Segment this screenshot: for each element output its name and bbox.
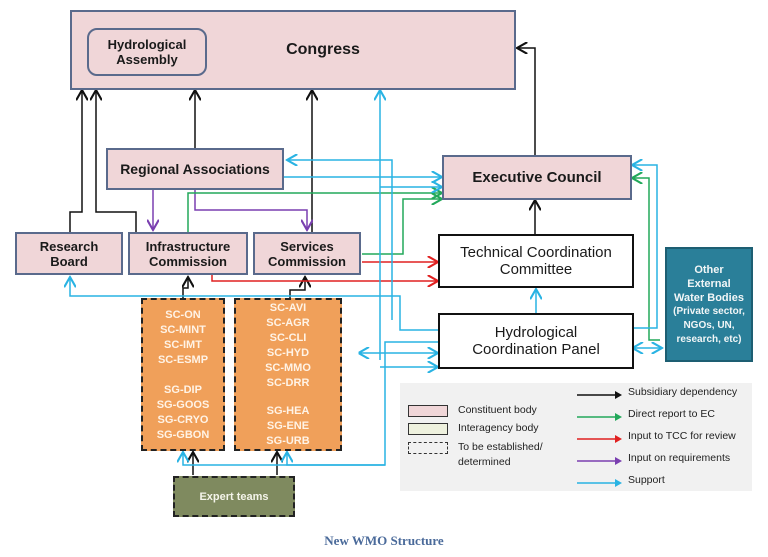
diagram-caption: New WMO Structure xyxy=(324,533,444,548)
group-item: SG-GBON xyxy=(156,429,210,441)
arrow-svcgroups-to-services xyxy=(289,277,305,298)
group-item: SG-URB xyxy=(266,435,310,447)
executive-council-label: Executive Council xyxy=(472,169,602,186)
expert-teams-label: Expert teams xyxy=(199,490,269,503)
arrow-research-to-congress xyxy=(69,90,82,232)
group-item: SC-ON xyxy=(165,309,201,321)
arrow-hcp-to-ec xyxy=(632,178,660,341)
regional-associations-box[interactable]: Regional Associations xyxy=(106,148,284,190)
legend-label-direct: Direct report to EC xyxy=(628,408,715,420)
tcc-line2: Committee xyxy=(499,261,573,278)
arrow-hcp-to-ec-support xyxy=(632,165,658,329)
services-commission-line1: Services xyxy=(280,238,334,254)
technical-coordination-committee-box[interactable]: Technical Coordination Committee xyxy=(438,234,634,288)
legend-swatch-constituent xyxy=(408,405,448,417)
hydrological-assembly-line2: Assembly xyxy=(116,52,178,67)
tcc-line1: Technical Coordination xyxy=(460,244,612,261)
arrow-support-to-research xyxy=(70,277,438,331)
group-item: SG-GOOS xyxy=(156,399,210,411)
legend-label-interagency: Interagency body xyxy=(458,422,539,434)
group-item: SG-CRYO xyxy=(157,414,209,426)
group-item: SG-DIP xyxy=(164,384,202,396)
legend-label-constituent: Constituent body xyxy=(458,404,537,416)
hydrological-assembly-box[interactable]: Hydrological Assembly xyxy=(87,28,207,76)
research-board-box[interactable]: Research Board xyxy=(15,232,123,275)
congress-label: Congress xyxy=(286,41,360,58)
expert-teams-box[interactable]: Expert teams xyxy=(173,476,295,517)
legend-label-input-tcc: Input to TCC for review xyxy=(628,430,736,442)
services-commission-line2: Commission xyxy=(267,253,346,269)
arrow-infragroups-to-infra xyxy=(183,277,188,298)
services-commission-box[interactable]: Services Commission xyxy=(253,232,361,275)
infrastructure-commission-box[interactable]: Infrastructure Commission xyxy=(128,232,248,275)
legend-label-requirements: Input on requirements xyxy=(628,452,731,464)
group-item: SC-ESMP xyxy=(157,354,209,366)
hcp-line2: Coordination Panel xyxy=(472,341,600,358)
regional-associations-label: Regional Associations xyxy=(120,161,270,177)
group-item: SC-MINT xyxy=(160,324,206,336)
services-groups-box[interactable]: SC-AVI SC-AGR SC-CLI SC-HYD SC-MMO SC-DR… xyxy=(234,298,342,451)
external-line5: NGOs, UN, xyxy=(683,319,735,331)
arrow-infra-to-ec xyxy=(187,193,442,232)
arrow-regional-to-services xyxy=(194,190,307,230)
arrow-infra-to-congress xyxy=(96,90,137,232)
legend-label-tbd: To be established/ determined xyxy=(458,441,543,468)
group-item: SC-HYD xyxy=(266,347,310,359)
group-item: SG-ENE xyxy=(266,420,310,432)
arrow-support-to-svcgroups xyxy=(287,452,385,466)
legend-arrows xyxy=(577,391,622,487)
hydrological-assembly-line1: Hydrological xyxy=(107,37,187,52)
external-water-bodies-box[interactable]: Other External Water Bodies (Private sec… xyxy=(665,247,753,362)
group-item: SG-HEA xyxy=(266,405,310,417)
external-line1: Other xyxy=(694,263,724,276)
legend-swatch-interagency xyxy=(408,423,448,435)
group-item: SC-IMT xyxy=(164,339,202,351)
hcp-line1: Hydrological xyxy=(494,324,578,341)
legend-swatch-tbd xyxy=(408,442,448,454)
infrastructure-groups-box[interactable]: SC-ON SC-MINT SC-IMT SC-ESMP SG-DIP SG-G… xyxy=(141,298,225,451)
group-item: SC-DRR xyxy=(266,377,310,389)
arrow-ec-to-congress xyxy=(517,48,536,155)
arrow-services-to-ec xyxy=(362,199,442,255)
external-line2: External xyxy=(687,277,731,290)
legend-label-support: Support xyxy=(628,474,665,486)
infrastructure-commission-line2: Commission xyxy=(148,253,227,269)
research-board-line1: Research xyxy=(39,238,99,254)
executive-council-box[interactable]: Executive Council xyxy=(442,155,632,200)
legend-label-subsidiary: Subsidiary dependency xyxy=(628,386,738,398)
group-item: SC-AGR xyxy=(266,317,310,329)
group-item: SC-CLI xyxy=(269,332,307,344)
external-line3: Water Bodies xyxy=(674,291,744,304)
arrow-support-to-regional xyxy=(287,160,393,320)
legend: Constituent body Interagency body To be … xyxy=(400,383,752,491)
hydrological-coordination-panel-box[interactable]: Hydrological Coordination Panel xyxy=(438,313,634,369)
group-item: SC-MMO xyxy=(265,362,311,374)
external-line6: research, etc) xyxy=(676,333,742,345)
arrow-infra-to-tcc xyxy=(211,275,438,281)
group-item: SC-AVI xyxy=(269,302,307,314)
infrastructure-commission-line1: Infrastructure xyxy=(145,238,231,254)
external-line4: (Private sector, xyxy=(673,305,745,317)
research-board-line2: Board xyxy=(50,253,88,269)
